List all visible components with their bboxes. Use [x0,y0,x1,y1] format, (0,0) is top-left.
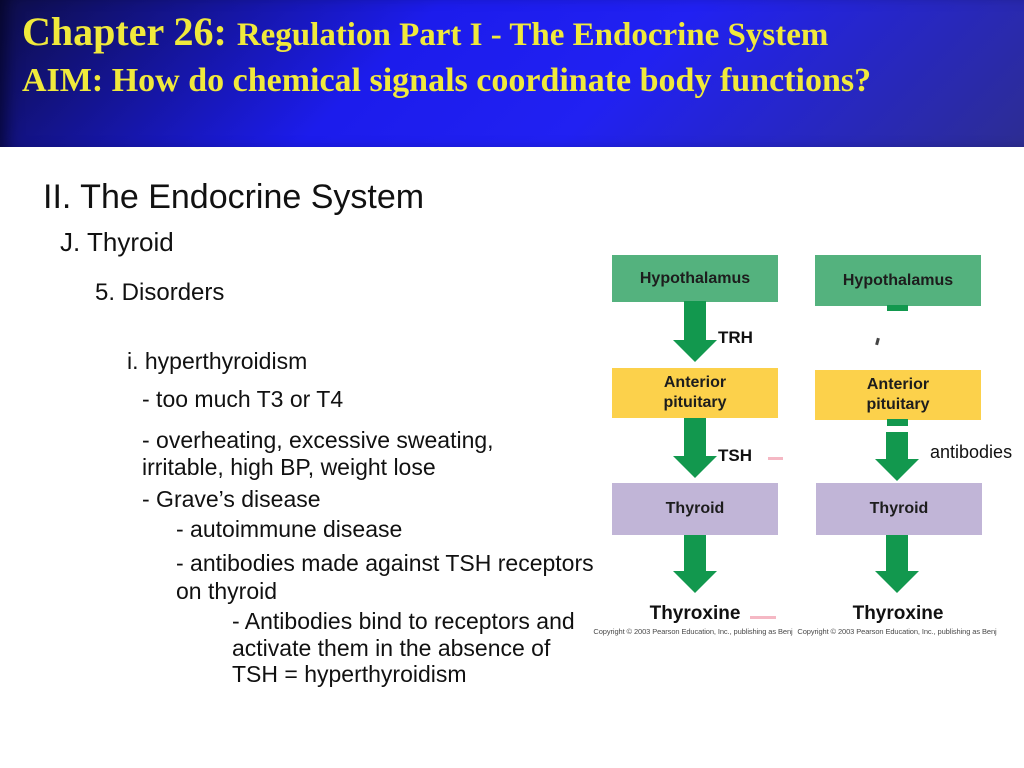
outline-line: - Antibodies bind to receptors and [232,608,575,634]
anterior-pituitary-box: Anterior pituitary [612,368,778,418]
thyroxine-arrow-head-icon [875,571,919,593]
slide-header-banner: Chapter 26:Regulation Part I - The Endoc… [0,0,1024,147]
outline-line: J. Thyroid [60,227,174,257]
hypothalamus-box: Hypothalamus [612,255,778,302]
tsh-arrow-head-icon [673,456,717,478]
chapter-title: Chapter 26:Regulation Part I - The Endoc… [22,8,828,55]
outline-line: on thyroid [176,578,278,604]
antibodies-label: antibodies [930,442,1013,462]
thyroid-box: Thyroid [612,483,778,535]
pink-highlight-mark [768,457,783,460]
chapter-subtitle: Regulation Part I - The Endocrine System [236,17,829,53]
antibodies-arrow-head-icon [875,459,919,481]
thyroxine-label: Thyroxine [852,603,944,624]
tsh-arrow-shaft [684,418,706,457]
outline-line: 5. Disorders [95,279,225,306]
anterior-pituitary-box: Anterior pituitary [815,370,981,420]
tsh-label: TSH [718,446,752,465]
outline-line: TSH = hyperthyroidism [232,661,467,687]
erased-arrow-stub [887,419,908,426]
thyroxine-arrow-shaft [684,535,706,572]
outline-line: i. hyperthyroidism [127,348,308,374]
outline-line: - Grave’s disease [142,486,321,512]
antibodies-arrow-shaft [886,432,908,460]
outline-line: - autoimmune disease [176,516,403,542]
outline-line: activate them in the absence of [232,635,551,661]
thyroid-box: Thyroid [816,483,982,535]
erased-arrow-stub [887,305,908,311]
trh-label: TRH [718,328,753,347]
thyroxine-label: Thyroxine [649,603,741,624]
outline-line: - overheating, excessive sweating, [142,427,494,453]
thyroxine-arrow-shaft [886,535,908,572]
copyright-text: Copyright © 2003 Pearson Education, Inc.… [797,627,997,636]
outline-line: - antibodies made against TSH receptors [176,550,594,576]
erased-label-remnant [875,337,880,346]
thyroxine-arrow-head-icon [673,571,717,593]
outline-heading: II. The Endocrine System [43,178,425,216]
hypothalamus-box: Hypothalamus [815,255,981,306]
outline-line: - too much T3 or T4 [142,386,344,412]
pink-highlight-mark [750,616,776,619]
aim-statement: AIM: How do chemical signals coordinate … [22,62,872,99]
chapter-label: Chapter 26: [22,9,227,54]
trh-arrow-shaft [684,301,706,341]
trh-arrow-head-icon [673,340,717,362]
copyright-text: Copyright © 2003 Pearson Education, Inc.… [593,627,793,636]
outline-line: irritable, high BP, weight lose [142,454,436,480]
